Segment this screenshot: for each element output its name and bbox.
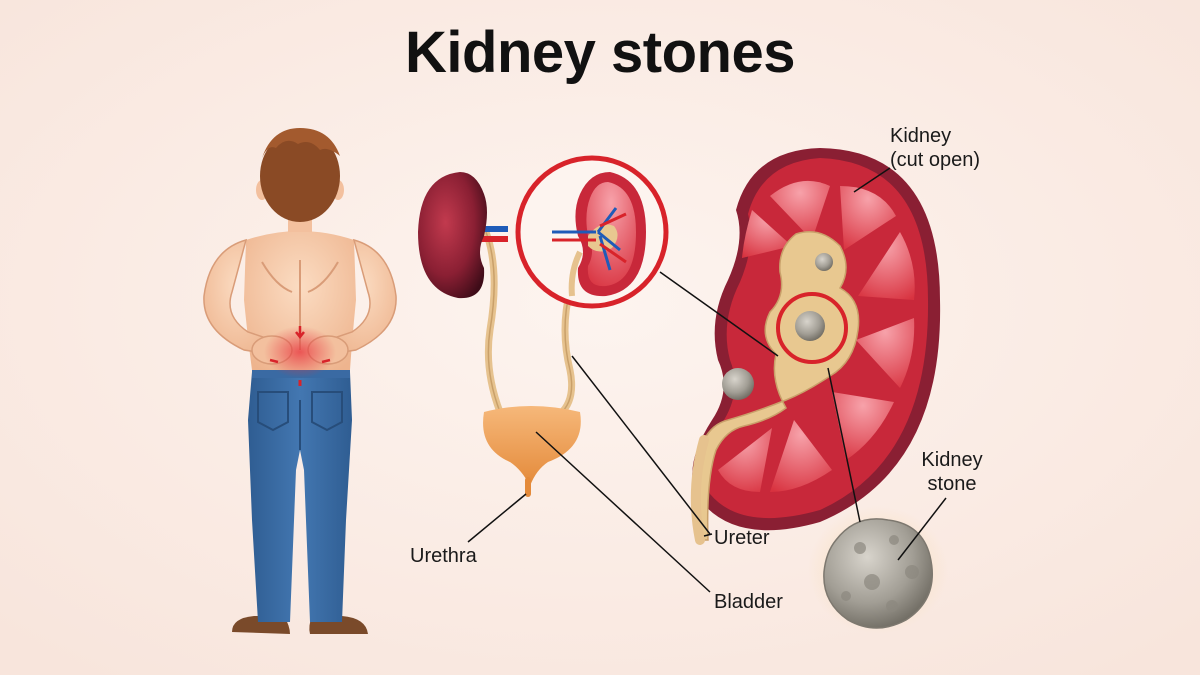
label-urethra: Urethra bbox=[410, 545, 477, 567]
person-back-pain-icon bbox=[203, 128, 397, 634]
label-ureter: Ureter bbox=[714, 527, 770, 549]
label-bladder: Bladder bbox=[714, 591, 783, 613]
leader-lines bbox=[467, 167, 947, 593]
label-kidney-stone-line2: stone bbox=[927, 473, 977, 495]
label-kidney-cut-open: Kidney (cut open) bbox=[890, 124, 980, 172]
label-kidney-cut-open-line1: Kidney bbox=[890, 125, 952, 147]
page-title: Kidney stones bbox=[405, 20, 795, 85]
bladder-icon bbox=[483, 406, 581, 486]
label-kidney-cut-open-line2: (cut open) bbox=[890, 149, 981, 171]
kidney-detail-inset bbox=[515, 155, 669, 309]
label-kidney-stone: Kidney stone bbox=[904, 448, 1000, 496]
kidney-icon bbox=[418, 172, 487, 299]
label-kidney-stone-line1: Kidney bbox=[921, 449, 983, 471]
kidney-stone-icon bbox=[808, 506, 948, 634]
kidney-cut-open bbox=[690, 148, 941, 545]
urinary-tract bbox=[418, 172, 581, 497]
